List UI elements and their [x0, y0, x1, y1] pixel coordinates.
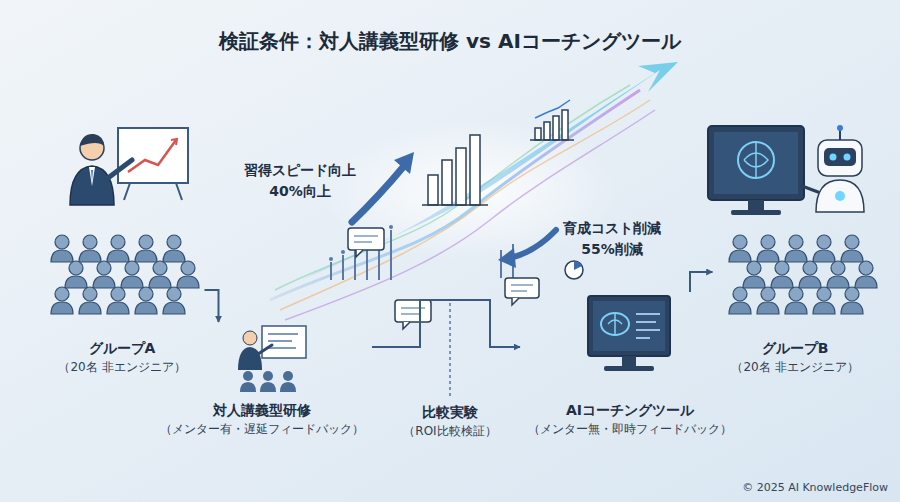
person-icon [827, 261, 849, 288]
person-icon [813, 287, 835, 314]
person-icon [729, 235, 751, 262]
bar-chart [422, 100, 574, 205]
person-icon [163, 287, 185, 314]
person-icon [163, 235, 185, 262]
node-subtitle: （ROI比較検証） [395, 422, 505, 440]
flow-arrow [205, 290, 219, 322]
ai-monitor-icon [588, 296, 670, 371]
group-node: グループA（20名 非エンジニア） [40, 228, 205, 380]
person-icon [51, 235, 73, 262]
node-subtitle: （20名 非エンジニア） [40, 358, 205, 376]
node-heading: グループA [40, 338, 205, 358]
chat-bubble [348, 228, 539, 329]
person-icon [841, 287, 863, 314]
node-subtitle: （メンター有・遅延フィードバック） [152, 420, 372, 438]
group-node: 対人講義型研修（メンター有・遅延フィードバック） [152, 322, 372, 442]
node-subtitle: （20名 非エンジニア） [713, 358, 878, 376]
metric-label: 55%削減 [581, 239, 643, 259]
person-icon [121, 261, 143, 288]
person-icon [93, 261, 115, 288]
metric-label: 40%向上 [269, 181, 331, 201]
metric-label: 習得スピード向上 [244, 160, 356, 180]
growth-flow [270, 62, 678, 320]
person-icon [79, 235, 101, 262]
copyright-note: © 2025 AI KnowledgeFlow [742, 478, 888, 498]
person-icon [135, 235, 157, 262]
person-icon [785, 235, 807, 262]
ai-robot-icon [708, 125, 864, 215]
person-icon [177, 261, 199, 288]
node-heading: グループB [713, 338, 878, 358]
crowd-icon [729, 235, 877, 314]
metric-label: 育成コスト削減 [563, 218, 661, 238]
group-node: 比較実験（ROI比較検証） [395, 402, 505, 444]
group-node: グループB（20名 非エンジニア） [713, 228, 878, 380]
person-icon [65, 261, 87, 288]
lecture-icon [238, 326, 306, 392]
node-heading: AIコーチングツール [520, 400, 740, 420]
crowd-icon [51, 235, 199, 314]
person-icon [813, 235, 835, 262]
presenter-icon [70, 128, 188, 205]
person-icon [743, 261, 765, 288]
flow-arrow [690, 272, 713, 292]
person-icon [757, 235, 779, 262]
node-subtitle: （メンター無・即時フィードバック） [520, 420, 740, 438]
dot-columns [329, 225, 514, 280]
cost-arrow [498, 230, 583, 279]
person-icon [135, 287, 157, 314]
node-heading: 比較実験 [395, 402, 505, 422]
person-icon [107, 235, 129, 262]
dashed-guide [449, 300, 451, 396]
person-icon [757, 287, 779, 314]
person-icon [51, 287, 73, 314]
group-node: AIコーチングツール（メンター無・即時フィードバック） [520, 292, 740, 442]
person-icon [841, 235, 863, 262]
person-icon [79, 287, 101, 314]
flow-arrow [372, 300, 520, 347]
person-icon [149, 261, 171, 288]
person-icon [771, 261, 793, 288]
speed-arrow [352, 152, 414, 222]
node-heading: 対人講義型研修 [152, 400, 372, 420]
person-icon [107, 287, 129, 314]
diagram-title: 検証条件：対人講義型研修 vs AIコーチングツール [0, 28, 900, 55]
person-icon [799, 261, 821, 288]
person-icon [729, 287, 751, 314]
person-icon [785, 287, 807, 314]
person-icon [855, 261, 877, 288]
